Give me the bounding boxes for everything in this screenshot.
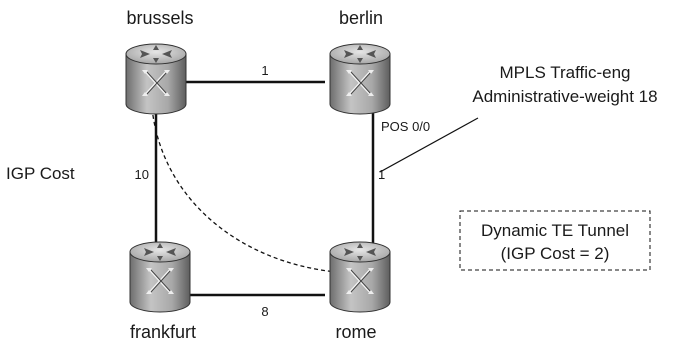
node-label-berlin: berlin — [339, 8, 383, 28]
link-cost-brussels-berlin: 1 — [261, 63, 268, 78]
link-cost-berlin-rome: 1 — [378, 167, 385, 182]
node-label-frankfurt: frankfurt — [130, 322, 196, 342]
router-icon-rome — [328, 240, 392, 314]
callout-line2: Administrative-weight 18 — [472, 87, 657, 106]
tunnel-info-box — [459, 210, 651, 271]
callout-line — [379, 117, 479, 173]
router-icon-brussels — [124, 42, 188, 116]
link-cost-brussels-frankfurt: 10 — [135, 167, 149, 182]
tunnel-box-line2: (IGP Cost = 2) — [501, 244, 610, 263]
router-icon-berlin — [328, 42, 392, 116]
tunnel-box-line1: Dynamic TE Tunnel — [481, 221, 629, 240]
link-cost-frankfurt-rome: 8 — [261, 304, 268, 319]
node-label-brussels: brussels — [126, 8, 193, 28]
igp-cost-label: IGP Cost — [6, 164, 75, 183]
node-label-rome: rome — [335, 322, 376, 342]
router-icon-frankfurt — [128, 240, 192, 314]
interface-label: POS 0/0 — [381, 119, 430, 134]
callout-line1: MPLS Traffic-eng — [499, 63, 630, 82]
